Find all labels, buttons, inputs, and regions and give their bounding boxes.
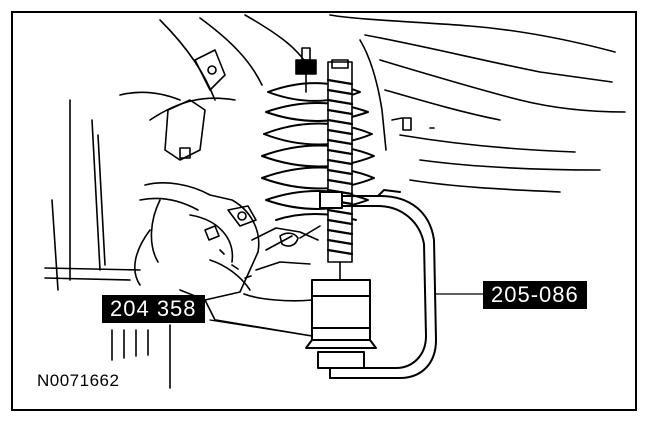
lower-arm (204, 225, 321, 337)
upper-bracket (164, 49, 226, 161)
tool-callout-right: 205-086 (483, 281, 587, 309)
threaded-screw (326, 59, 354, 286)
leader-lines (209, 293, 484, 337)
coil-spring (261, 82, 375, 221)
receiver-cup (305, 279, 377, 369)
tool-callout-left: 204 358 (102, 295, 205, 323)
left-rail-lines (44, 99, 171, 389)
figure-id-label: N0071662 (37, 371, 120, 390)
body-contours (119, 14, 626, 193)
diagram-frame (11, 11, 637, 411)
upper-mount (295, 47, 317, 93)
steering-knuckle (134, 182, 260, 301)
c-frame (319, 189, 437, 379)
